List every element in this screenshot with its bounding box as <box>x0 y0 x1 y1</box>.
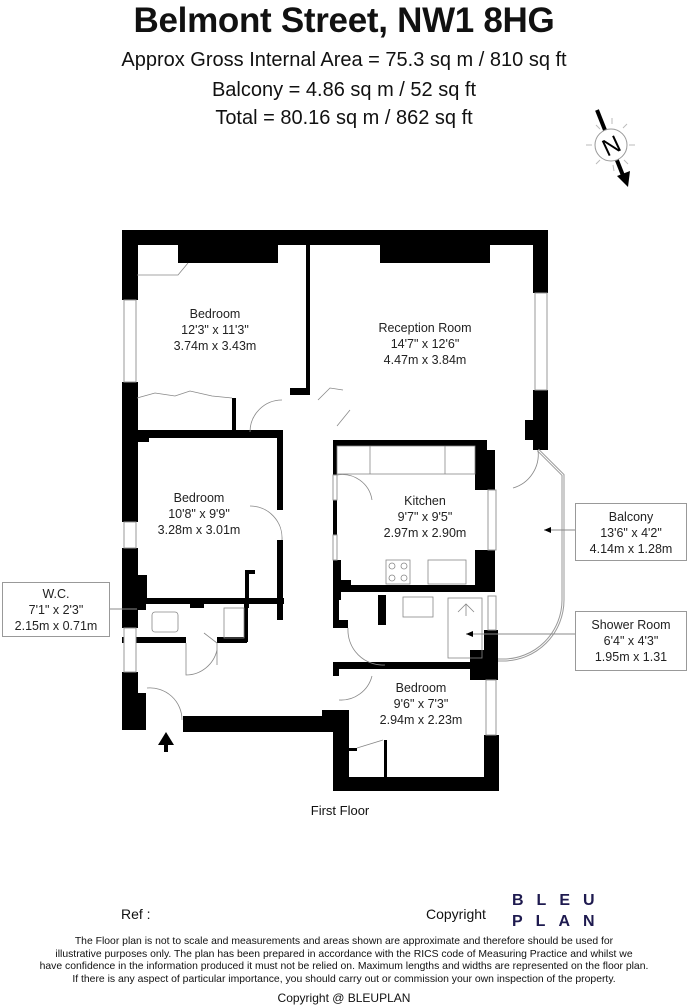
callout-name: Balcony <box>608 510 654 524</box>
callout-metric: 1.95m x 1.31 <box>594 650 668 664</box>
windows <box>123 292 548 736</box>
floor-name: First Floor <box>310 803 370 818</box>
room-imperial: 12'3" x 11'3" <box>181 323 249 337</box>
total-area: Total = 80.16 sq m / 862 sq ft <box>215 107 473 129</box>
gross-internal-area: Approx Gross Internal Area = 75.3 sq m /… <box>121 49 567 71</box>
room-name: Bedroom <box>173 491 225 505</box>
callout-imperial: 7'1" x 2'3" <box>28 603 84 617</box>
disclaimer-line: If there is any aspect of particular imp… <box>72 973 616 985</box>
room-bedroom-1: Bedroom 12'3" x 11'3" 3.74m x 3.43m <box>160 306 270 354</box>
disclaimer: The Floor plan is not to scale and measu… <box>0 936 688 986</box>
callout-wc: W.C. 7'1" x 2'3" 2.15m x 0.71m <box>2 582 110 637</box>
property-title: Belmont Street, NW1 8HG <box>133 1 555 40</box>
room-imperial: 10'8" x 9'9" <box>168 507 230 521</box>
disclaimer-line: The Floor plan is not to scale and measu… <box>74 936 614 947</box>
callout-shower-room: Shower Room 6'4" x 4'3" 1.95m x 1.31 <box>575 611 687 671</box>
room-imperial: 14'7" x 12'6" <box>390 337 460 351</box>
callout-imperial: 13'6" x 4'2" <box>600 526 662 540</box>
disclaimer-line: have confidence in the information produ… <box>39 961 649 972</box>
callout-metric: 2.15m x 0.71m <box>14 619 98 633</box>
logo-line-1: BLEU <box>512 892 608 909</box>
disclaimer-line: illustrative purposes only. The plan has… <box>55 948 633 960</box>
fixtures <box>136 262 539 749</box>
room-metric: 4.47m x 3.84m <box>383 353 467 367</box>
room-bedroom-3: Bedroom 9'6" x 7'3" 2.94m x 2.23m <box>366 680 476 728</box>
logo-line-2: PLAN <box>512 913 608 930</box>
room-metric: 2.97m x 2.90m <box>383 526 467 540</box>
bleuplan-logo: BLEU PLAN <box>512 890 608 932</box>
room-name: Reception Room <box>378 321 472 335</box>
entrance-arrow-icon <box>158 732 174 752</box>
room-metric: 2.94m x 2.23m <box>379 713 463 727</box>
room-imperial: 9'6" x 7'3" <box>393 697 449 711</box>
copyright-label: Copyright <box>426 906 486 922</box>
room-name: Bedroom <box>395 681 447 695</box>
callout-metric: 4.14m x 1.28m <box>589 542 673 556</box>
walls <box>122 230 548 791</box>
room-metric: 3.28m x 3.01m <box>157 523 241 537</box>
callout-name: Shower Room <box>591 618 671 632</box>
room-bedroom-2: Bedroom 10'8" x 9'9" 3.28m x 3.01m <box>144 490 254 538</box>
room-reception: Reception Room 14'7" x 12'6" 4.47m x 3.8… <box>360 320 490 368</box>
room-kitchen: Kitchen 9'7" x 9'5" 2.97m x 2.90m <box>370 493 480 541</box>
room-name: Bedroom <box>189 307 241 321</box>
room-metric: 3.74m x 3.43m <box>173 339 257 353</box>
north-arrow-icon: N <box>586 109 635 187</box>
room-imperial: 9'7" x 9'5" <box>397 510 453 524</box>
ref-label: Ref : <box>121 906 151 922</box>
room-name: Kitchen <box>404 494 446 508</box>
callout-balcony: Balcony 13'6" x 4'2" 4.14m x 1.28m <box>575 503 687 561</box>
disclaimer-copyright: Copyright @ BLEUPLAN <box>277 991 411 1005</box>
callout-name: W.C. <box>42 587 70 601</box>
balcony-area: Balcony = 4.86 sq m / 52 sq ft <box>211 79 477 101</box>
callout-imperial: 6'4" x 4'3" <box>603 634 659 648</box>
